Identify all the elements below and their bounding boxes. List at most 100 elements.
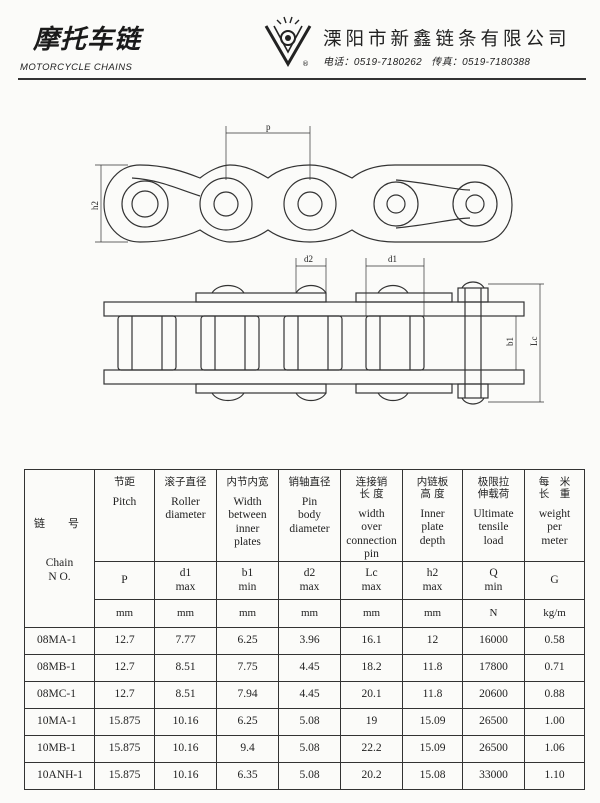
catalog-title-en: MOTORCYCLE CHAINS [20,62,133,73]
model-header-cell: 链 号 Chain N O. [24,469,95,628]
value-cell: 20600 [462,681,525,709]
chain-model-cell: 08MA-1 [24,627,95,655]
value-cell: 26500 [462,735,525,763]
chain-model-cell: 08MC-1 [24,681,95,709]
chain-model-cell: 10MB-1 [24,735,95,763]
value-cell: 15.09 [402,708,463,736]
label-d1: d1 [388,254,397,264]
col-unit: mm [278,599,341,628]
label-b1: b1 [505,337,515,346]
contact-line: 电话：0519-7180262 传真：0519-7180388 [323,53,530,68]
label-d2: d2 [304,254,313,264]
col-header: 每 米 长 重 weight per meter [524,469,585,562]
value-cell: 8.51 [154,681,217,709]
col-symbol: h2 max [402,561,463,600]
value-cell: 15.09 [402,735,463,763]
col-header: 连接销 长 度 width over connection pin [340,469,403,562]
col-unit: mm [154,599,217,628]
value-cell: 26500 [462,708,525,736]
value-cell: 15.08 [402,762,463,790]
col-symbol: P [94,561,155,600]
value-cell: 10.16 [154,735,217,763]
value-cell: 20.2 [340,762,403,790]
value-cell: 19 [340,708,403,736]
col-unit: N [462,599,525,628]
value-cell: 15.875 [94,762,155,790]
value-cell: 3.96 [278,627,341,655]
symbol-row: P d1 max b1 min d2 max Lc max h2 max Q m… [25,561,585,600]
value-cell: 33000 [462,762,525,790]
value-cell: 17800 [462,654,525,682]
value-cell: 5.08 [278,762,341,790]
col-unit: mm [340,599,403,628]
col-symbol: Lc max [340,561,403,600]
value-cell: 0.58 [524,627,585,655]
chain-model-cell: 08MB-1 [24,654,95,682]
model-header-cn: 链 号 [34,517,85,531]
value-cell: 10.16 [154,762,217,790]
col-unit: kg/m [524,599,585,628]
value-cell: 12 [402,627,463,655]
col-unit: mm [216,599,279,628]
chain-model-cell: 10MA-1 [24,708,95,736]
col-header-en: Width between inner plates [228,496,267,548]
chain-technical-drawing: p h2 d2 d1 b1 Lc [90,122,544,405]
col-header-cn: 连接销 长 度 [355,476,388,501]
value-cell: 1.06 [524,735,585,763]
value-cell: 6.25 [216,708,279,736]
col-header: 滚子直径 Roller diameter [154,469,217,562]
col-header-cn: 滚子直径 [164,476,207,488]
unit-row: mm mm mm mm mm mm N kg/m [25,599,585,628]
value-cell: 9.4 [216,735,279,763]
col-header-en: Roller diameter [165,496,206,522]
col-header-cn: 每 米 长 重 [538,476,571,501]
col-header-en: weight per meter [538,508,571,547]
value-cell: 12.7 [94,681,155,709]
value-cell: 11.8 [402,654,463,682]
value-cell: 5.08 [278,735,341,763]
value-cell: 11.8 [402,681,463,709]
value-cell: 16.1 [340,627,403,655]
fax-number: 传真：0519-7180388 [431,57,531,68]
value-cell: 0.88 [524,681,585,709]
col-unit: mm [94,599,155,628]
company-name: 溧阳市新鑫链条有限公司 [323,29,571,50]
company-logo-icon: ® [264,16,312,68]
col-symbol: d1 max [154,561,217,600]
value-cell: 6.35 [216,762,279,790]
col-header-en: Pin body diameter [289,496,330,535]
value-cell: 5.08 [278,708,341,736]
chain-model-cell: 10ANH-1 [24,762,95,790]
svg-text:®: ® [302,60,309,68]
value-cell: 4.45 [278,654,341,682]
col-header-cn: 极限拉 伸载荷 [477,476,510,501]
col-header-en: Pitch [112,496,137,509]
col-symbol: b1 min [216,561,279,600]
col-unit: mm [402,599,463,628]
label-p: p [266,122,271,132]
value-cell: 12.7 [94,627,155,655]
value-cell: 7.75 [216,654,279,682]
value-cell: 18.2 [340,654,403,682]
col-header-en: width over connection pin [346,508,397,560]
value-cell: 8.51 [154,654,217,682]
model-header-en: Chain N O. [45,557,74,583]
catalog-title-cn: 摩托车链 [33,25,142,55]
col-header-en: Inner plate depth [419,508,446,547]
value-cell: 4.45 [278,681,341,709]
col-symbol: d2 max [278,561,341,600]
col-header-cn: 销轴直径 [288,476,331,488]
value-cell: 1.10 [524,762,585,790]
value-cell: 10.16 [154,708,217,736]
